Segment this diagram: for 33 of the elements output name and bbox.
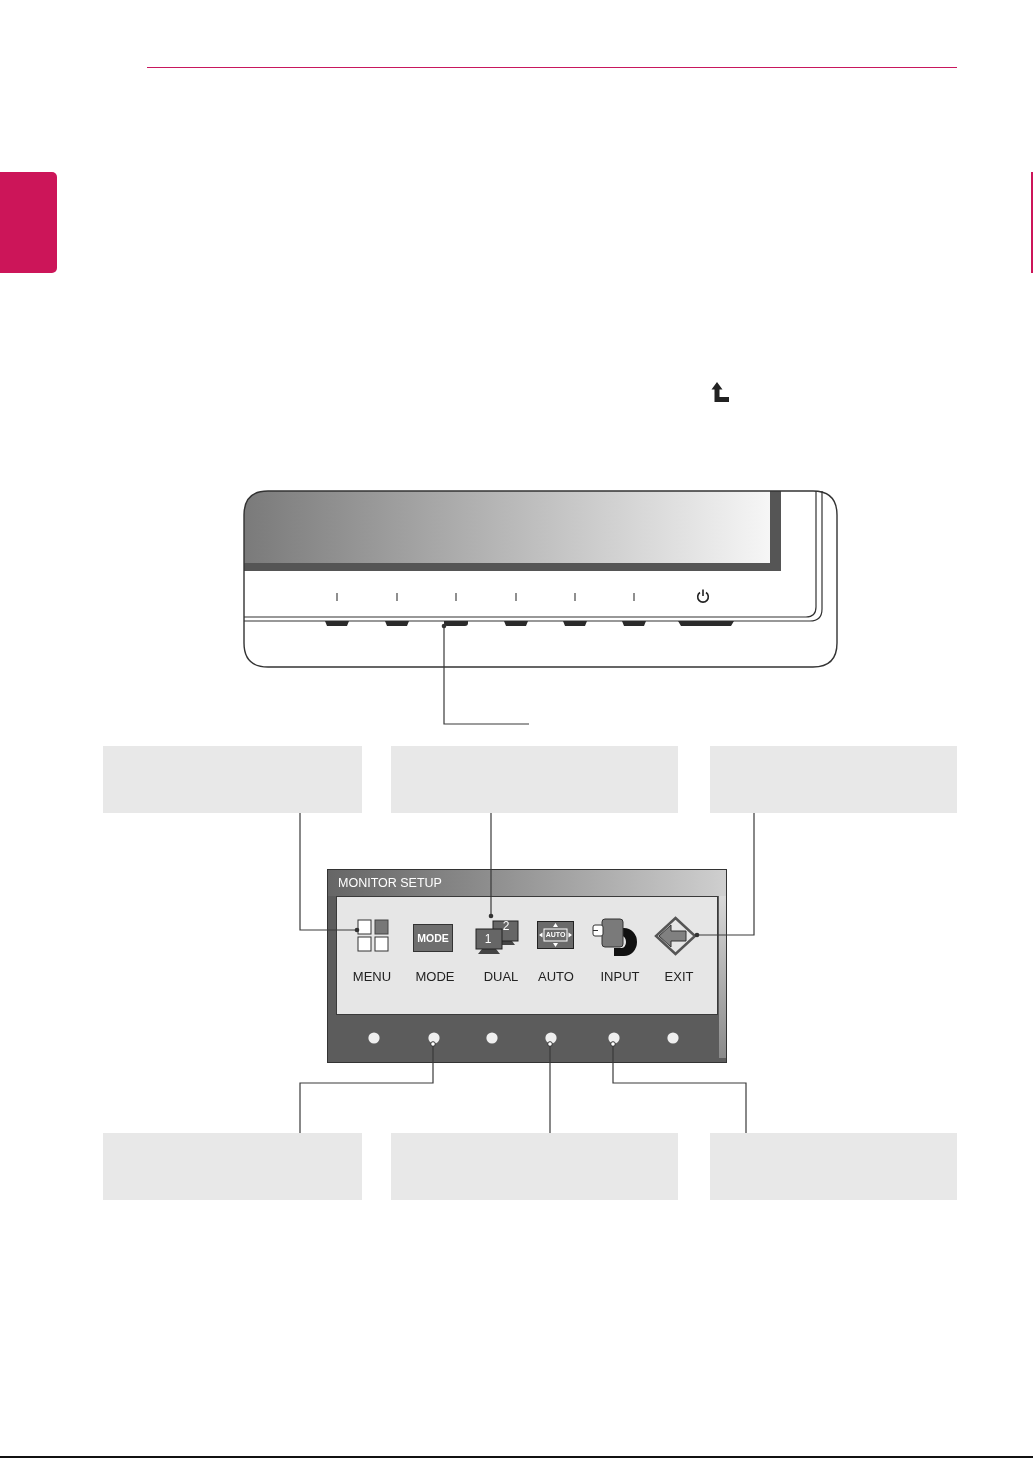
icon-caption: INPUT [600, 969, 640, 985]
monitor-number: 2 [502, 919, 510, 933]
leader-line [299, 1041, 436, 1134]
menu-panel [327, 869, 727, 1063]
empty-callout-panel [391, 746, 678, 813]
icon-caption: DUAL [483, 969, 519, 985]
tile-label: MODE [417, 932, 449, 944]
leader-line [610, 1041, 747, 1134]
empty-callout-panel [103, 746, 362, 813]
grid-icon [357, 919, 389, 952]
leader-line [694, 812, 755, 938]
empty-callout-panel [710, 1133, 957, 1200]
empty-callout-panel [103, 1133, 362, 1200]
mode-tile [413, 924, 453, 952]
leader-line [488, 812, 494, 919]
leader-line [299, 812, 360, 933]
empty-callout-panel [391, 1133, 678, 1200]
diamond-arrow-icon [654, 916, 697, 956]
plug-icon [591, 916, 638, 956]
panel-title: MONITOR SETUP [338, 876, 442, 891]
leader-line [441, 623, 530, 725]
side-tab [0, 172, 57, 273]
leader-line [547, 1041, 553, 1134]
icon-caption: EXIT [664, 969, 694, 985]
empty-callout-panel [710, 746, 957, 813]
round-button-icon [608, 1032, 620, 1044]
monitor-number: 1 [484, 932, 492, 946]
round-button-icon [428, 1032, 440, 1044]
round-button-icon [545, 1032, 557, 1044]
icon-caption: AUTO [538, 969, 574, 985]
icon-caption: MENU [352, 969, 392, 985]
front-button [444, 621, 468, 626]
icon-caption: MODE [415, 969, 455, 985]
